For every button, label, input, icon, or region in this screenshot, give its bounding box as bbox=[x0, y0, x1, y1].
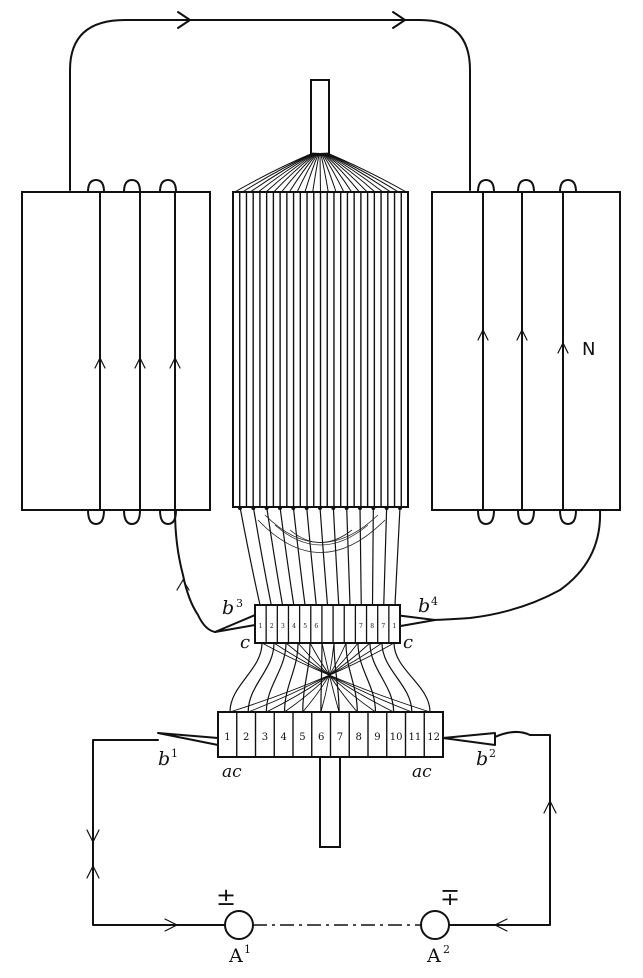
arrow-top-left bbox=[177, 11, 191, 29]
upper-ring-segment-label: 1 bbox=[259, 623, 263, 630]
label-b4: b bbox=[418, 595, 430, 617]
label-ac-left: ac bbox=[222, 762, 242, 782]
terminal-a2 bbox=[420, 910, 450, 940]
armature-chords bbox=[257, 514, 386, 553]
arrow-up-right-3 bbox=[557, 341, 569, 354]
arrow-circuit-left-1 bbox=[86, 829, 100, 844]
upper-ring-segment-label: 2 bbox=[270, 623, 274, 630]
arrow-circuit-bottom-right bbox=[493, 918, 508, 932]
arrow-up-right-1 bbox=[477, 328, 489, 341]
label-plus-minus: ± bbox=[216, 883, 236, 911]
commutator-segment-label: 7 bbox=[337, 732, 343, 743]
arrow-up-left-2 bbox=[134, 356, 146, 369]
arrow-top-right bbox=[392, 11, 406, 29]
brush-b3 bbox=[214, 614, 256, 633]
commutator-segment-label: 2 bbox=[243, 732, 249, 743]
field-magnet-right bbox=[431, 179, 621, 525]
commutator-segment-label: 12 bbox=[427, 732, 440, 743]
label-b2-sup: 2 bbox=[489, 747, 496, 760]
label-b2: b bbox=[476, 748, 488, 770]
label-b3: b bbox=[222, 597, 234, 619]
external-circuit-right bbox=[444, 731, 551, 926]
terminal-a1 bbox=[224, 910, 254, 940]
arrow-up-left-1 bbox=[94, 356, 106, 369]
upper-ring-segment-label: 3 bbox=[281, 623, 285, 630]
label-north: N bbox=[582, 339, 595, 360]
label-ac-right: ac bbox=[412, 762, 432, 782]
label-c-left: c bbox=[240, 632, 250, 653]
commutator-segment-label: 11 bbox=[409, 732, 422, 743]
arrow-up-left-3 bbox=[169, 356, 181, 369]
label-b4-sup: 4 bbox=[431, 595, 438, 608]
upper-ring-segment-label: 8 bbox=[370, 623, 374, 630]
label-minus-plus: ∓ bbox=[440, 883, 460, 911]
upper-ring-segment-label: 4 bbox=[292, 623, 296, 630]
wire-right-field-to-b4 bbox=[429, 509, 602, 621]
external-circuit-left bbox=[92, 739, 226, 926]
brush-b2 bbox=[442, 732, 496, 746]
field-magnet-left bbox=[21, 179, 211, 525]
brush-b1 bbox=[157, 732, 219, 746]
upper-ring-segment-label: 7 bbox=[381, 623, 385, 630]
label-a1-sup: 1 bbox=[244, 943, 251, 956]
label-b1-sup: 1 bbox=[171, 747, 178, 760]
label-b3-sup: 3 bbox=[236, 597, 243, 610]
wire-left-field-to-b3 bbox=[174, 509, 216, 633]
upper-ring-segment-label: 5 bbox=[303, 623, 307, 630]
commutator-segment-label: 8 bbox=[355, 732, 361, 743]
label-a2-sup: 2 bbox=[443, 943, 450, 956]
upper-ring-segment-label: 6 bbox=[314, 623, 318, 630]
commutator-segment-label: 10 bbox=[390, 732, 403, 743]
upper-ring-segment-label: 7 bbox=[359, 623, 363, 630]
arrow-circuit-bottom-left bbox=[164, 918, 179, 932]
label-c-right: c bbox=[403, 632, 413, 653]
commutator-segment-label: 9 bbox=[374, 732, 380, 743]
label-b1: b bbox=[158, 748, 170, 770]
label-a1: A bbox=[228, 945, 243, 967]
shaft-bottom bbox=[319, 756, 341, 848]
commutator-segment-label: 4 bbox=[280, 732, 286, 743]
arrow-wire-b3 bbox=[176, 578, 190, 591]
armature-lower-wires bbox=[238, 506, 402, 606]
armature-top-fan bbox=[232, 152, 409, 194]
ring-cross-wires bbox=[229, 642, 431, 713]
arrow-circuit-right bbox=[543, 799, 557, 814]
armature-drum bbox=[232, 191, 409, 508]
commutator-segment-label: 1 bbox=[224, 732, 230, 743]
shaft-top bbox=[310, 79, 330, 156]
arrow-circuit-left-2 bbox=[86, 864, 100, 879]
label-a2: A bbox=[426, 945, 441, 967]
upper-ring-segment-label: 1 bbox=[393, 623, 397, 630]
arrow-up-right-2 bbox=[516, 328, 528, 341]
top-connecting-wire bbox=[69, 19, 471, 191]
commutator-segment-label: 6 bbox=[318, 732, 324, 743]
commutator-segment-label: 5 bbox=[299, 732, 305, 743]
commutator-segment-label: 3 bbox=[262, 732, 268, 743]
